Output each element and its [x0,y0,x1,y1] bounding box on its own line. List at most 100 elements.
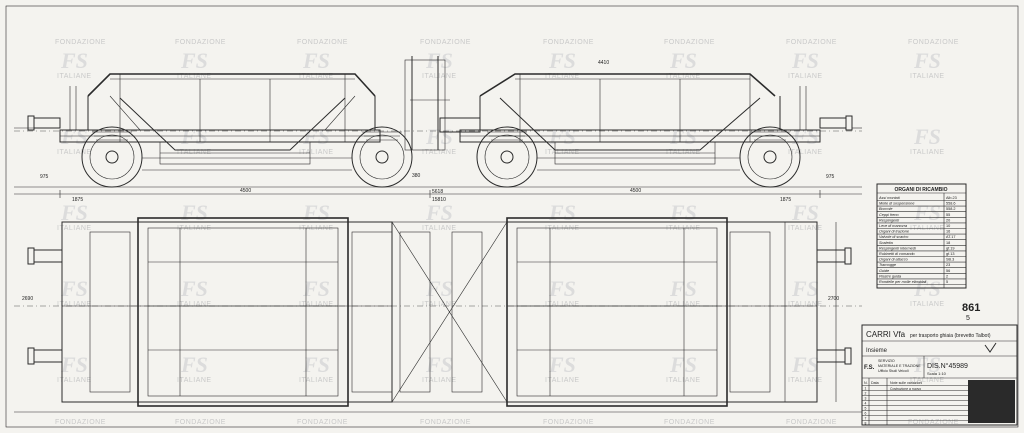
watermark-logo: FS [180,352,208,377]
watermark-logo: FS [913,200,941,225]
sheet-number: 861 [962,302,980,314]
parts-row-ref: 20 [946,218,950,222]
elevation-dimensions: 4500 4500 15810 5618 1875 1875 380 4410 … [14,60,862,203]
watermark-logo: FS [180,48,208,73]
watermark-subtext: ITALIANE [666,377,701,384]
revision-index: 3 [865,397,867,401]
watermark-subtext: ITALIANE [666,73,701,80]
watermark-subtext: ITALIANE [910,377,945,384]
side-elevation-view: 4500 4500 15810 5618 1875 1875 380 4410 … [14,56,862,203]
parts-row-name: Ceppi freno [879,213,899,217]
watermark-subtext: ITALIANE [666,301,701,308]
sheet-sub-number: 5 [966,315,970,322]
watermark-subtext: ITALIANE [788,149,823,156]
watermark-subtext: ITALIANE [177,377,212,384]
parts-row-name: Piastre guida [879,274,901,278]
watermark-subtext: ITALIANE [299,377,334,384]
watermark-text: FONDAZIONE [543,419,594,426]
rev-entry: Costruzione a nuovo [890,387,921,391]
org-line1: SERVIZIO [878,359,895,363]
watermark-logo: FS [791,48,819,73]
parts-row-name: Organi di trazione [879,230,909,234]
org-line2: MATERIALE E TRAZIONE [878,364,921,368]
coupling-plan [391,221,508,403]
drawing-number: DIS.N°45989 [927,362,968,370]
drawing-view: Insieme [866,348,888,354]
watermark-logo: FS [791,124,819,149]
watermark-logo: FS [425,48,453,73]
watermark-text: FONDAZIONE [175,39,226,46]
watermark-subtext: ITALIANE [177,149,212,156]
revision-index: 8 [865,422,867,426]
watermark-subtext: ITALIANE [299,149,334,156]
left-wagon-plan [27,217,393,407]
watermark-text: FONDAZIONE [908,39,959,46]
parts-row-name: Valvole di scarico [879,235,908,239]
dim-top-span: 4410 [598,60,609,66]
parts-row-name: Tramogge [879,263,896,267]
watermark-subtext: ITALIANE [299,73,334,80]
watermark-subtext: ITALIANE [57,301,92,308]
watermark-subtext: ITALIANE [422,73,457,80]
parts-row-ref: 18 [946,241,950,245]
watermark-logo: FS [669,48,697,73]
watermark-subtext: ITALIANE [57,149,92,156]
watermark-subtext: ITALIANE [545,149,580,156]
watermark-subtext: ITALIANE [299,301,334,308]
watermark-logo: FS [669,352,697,377]
parts-row-name: Scaletta [879,241,893,245]
watermark-logo: FS [791,276,819,301]
revision-index: 4 [865,402,867,406]
parts-row-ref: 16 [946,230,950,234]
watermark-text: FONDAZIONE [420,419,471,426]
watermark-logo: FS [302,200,330,225]
watermark-logo: FS [302,352,330,377]
watermark-logo: FS [302,276,330,301]
parts-row-ref: AT.17 [946,235,955,239]
watermark-logo: FS [669,276,697,301]
watermark-logo: FS [669,200,697,225]
dim-plan-width: 2700 [828,296,839,302]
watermark-subtext: ITALIANE [57,73,92,80]
watermark-layer: FONDAZIONEFSITALIANEFONDAZIONEFSITALIANE… [55,39,959,426]
watermark-logo: FS [60,352,88,377]
watermark-logo: FS [791,352,819,377]
revision-index: 5 [865,407,867,411]
watermark-text: FONDAZIONE [420,39,471,46]
watermark-text: FONDAZIONE [55,419,106,426]
watermark-logo: FS [425,352,453,377]
watermark-subtext: ITALIANE [422,377,457,384]
drawing-title: CARRI Vfa [866,330,906,339]
watermark-subtext: ITALIANE [545,225,580,232]
watermark-subtext: ITALIANE [788,377,823,384]
watermark-logo: FS [180,124,208,149]
parts-row-ref: gf.13 [946,252,954,256]
watermark-logo: FS [791,200,819,225]
parts-row-ref: 5 [946,280,948,284]
org-short: F.S. [864,365,875,371]
rev-col-date: Data [871,381,879,385]
watermark-logo: FS [548,124,576,149]
dim-wheelbase-right: 1875 [780,197,791,203]
parts-row-ref: 55 [946,213,950,217]
dim-coupling-gap: 380 [412,173,421,179]
drawing-subtitle: per trasporto ghiaia (brevetto Talbot) [910,333,991,339]
parts-row-ref: 56 [946,269,950,273]
watermark-subtext: ITALIANE [666,149,701,156]
watermark-text: FONDAZIONE [297,419,348,426]
watermark-logo: FS [302,124,330,149]
watermark-subtext: ITALIANE [299,225,334,232]
watermark-logo: FS [60,124,88,149]
parts-row-ref: 10 [946,224,950,228]
parts-table-title: ORGANI DI RICAMBIO [894,187,947,193]
watermark-subtext: ITALIANE [177,301,212,308]
drawing-scale: Scala 1:10 [927,371,947,376]
watermark-subtext: ITALIANE [545,377,580,384]
right-wagon-plan [506,217,852,407]
watermark-text: FONDAZIONE [664,419,715,426]
watermark-logo: FS [913,124,941,149]
watermark-subtext: ITALIANE [545,301,580,308]
watermark-logo: FS [548,352,576,377]
